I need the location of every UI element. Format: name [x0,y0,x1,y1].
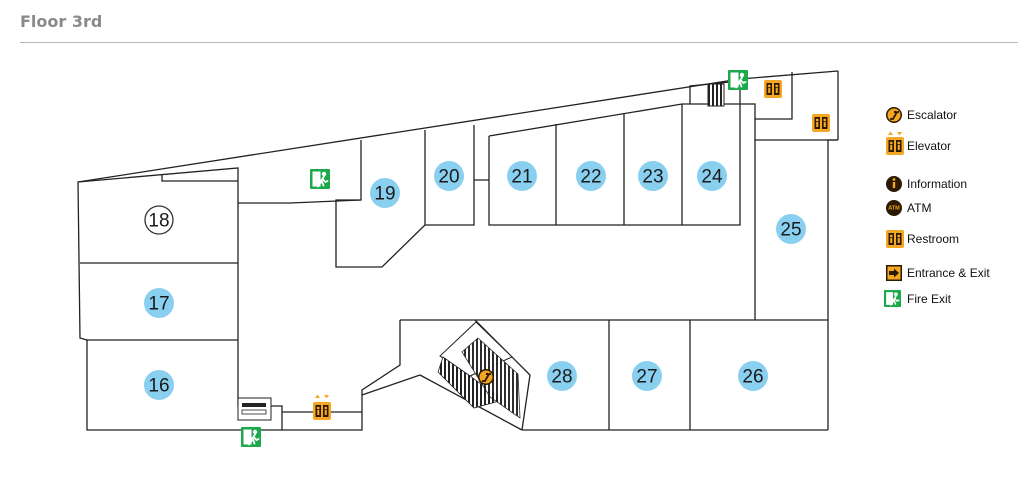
atm-badge-text: ATM [888,206,900,212]
elevator-icon[interactable] [313,394,331,421]
information-icon [886,176,902,192]
unit-25[interactable]: 25 [776,214,806,244]
unit-27[interactable]: 27 [632,361,662,391]
escalator-icon[interactable] [477,368,495,386]
unit-24[interactable]: 24 [697,161,727,191]
restroom-icon[interactable] [764,80,782,98]
legend-escalator: Escalator [885,106,957,124]
entrance-exit-icon [886,265,902,281]
legend-entrance-exit: Entrance & Exit [886,265,990,281]
legend-elevator-label: Elevator [907,139,951,153]
building-walls [77,70,839,431]
unit-18[interactable]: 18 [144,205,174,235]
unit-17-label: 17 [148,294,169,315]
legend-information-label: Information [907,177,967,191]
unit-20-label: 20 [438,167,459,188]
unit-20[interactable]: 20 [434,161,464,191]
stairs-top [707,83,725,107]
map-legend: Escalator Elevator Information ATM ATM R… [883,106,990,308]
fire-exit-icon[interactable] [240,426,262,448]
escalator-structure [437,321,521,419]
legend-information: Information [886,176,967,192]
floor-header: Floor 3rd [20,10,1018,43]
stairs-bottom [237,397,272,421]
escalator-icon [885,106,903,124]
legend-elevator: Elevator [886,131,951,155]
legend-entrance-exit-label: Entrance & Exit [907,266,990,280]
legend-restroom-label: Restroom [907,232,959,246]
legend-atm-label: ATM [907,201,931,215]
legend-fire-exit-label: Fire Exit [907,292,952,306]
unit-24-label: 24 [701,167,723,188]
unit-19[interactable]: 19 [370,178,400,208]
unit-22-label: 22 [580,167,601,188]
unit-16-label: 16 [148,376,169,397]
unit-23[interactable]: 23 [638,161,668,191]
unit-16[interactable]: 16 [144,370,174,400]
unit-28[interactable]: 28 [547,361,577,391]
restroom-icon[interactable] [812,114,830,132]
unit-18-label: 18 [148,211,169,232]
unit-19-label: 19 [374,184,395,205]
unit-17[interactable]: 17 [144,288,174,318]
legend-atm: ATM ATM [886,200,931,216]
unit-26-label: 26 [742,367,763,388]
floor-title: Floor 3rd [20,12,103,31]
unit-21[interactable]: 21 [507,161,537,191]
unit-27-label: 27 [636,367,657,388]
legend-escalator-label: Escalator [907,108,957,122]
elevator-icon [886,137,904,155]
fire-exit-icon[interactable] [727,69,749,91]
unit-22[interactable]: 22 [576,161,606,191]
atm-icon: ATM [886,200,902,216]
unit-26[interactable]: 26 [738,361,768,391]
elevator-arrows-icon [888,131,902,136]
unit-23-label: 23 [642,167,663,188]
unit-21-label: 21 [511,167,532,188]
unit-28-label: 28 [551,367,572,388]
fire-exit-icon [883,289,902,308]
legend-restroom: Restroom [886,230,959,248]
restroom-icon [886,230,904,248]
legend-fire-exit: Fire Exit [883,289,952,308]
fire-exit-icon[interactable] [309,168,331,190]
unit-25-label: 25 [780,220,801,241]
